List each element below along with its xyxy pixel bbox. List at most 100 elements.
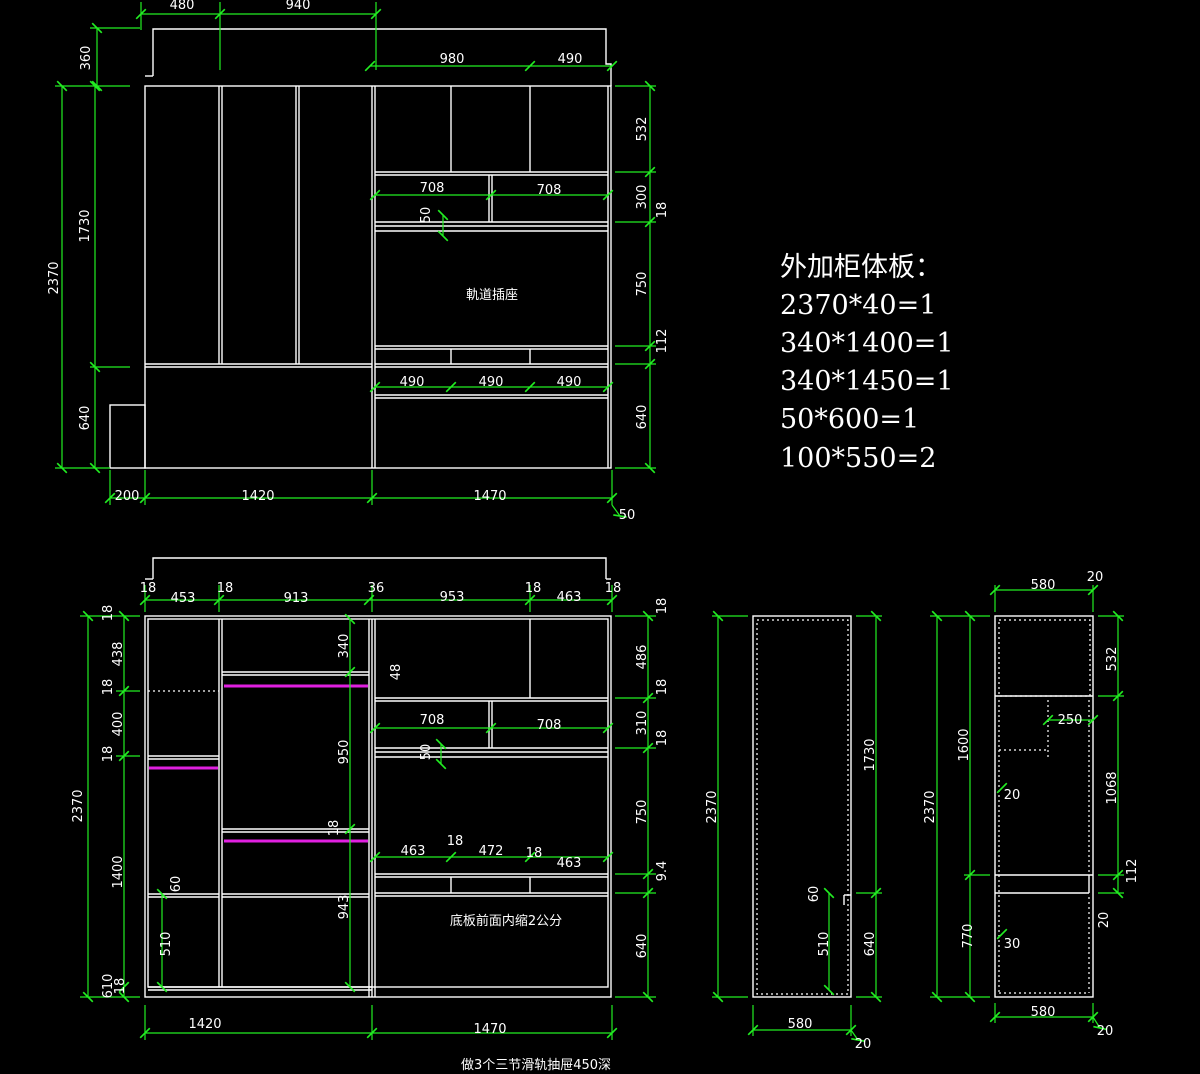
dim-490-c: 490 [557, 375, 582, 390]
dim-b-913: 913 [284, 591, 309, 606]
dim-b-60: 60 [169, 876, 184, 893]
dim-b-50: 50 [419, 744, 434, 761]
side1-20: 20 [855, 1037, 872, 1052]
dim-b-18-c: 18 [327, 820, 342, 837]
dim-112-top: 112 [655, 329, 670, 354]
dim-b-1420: 1420 [188, 1017, 221, 1032]
dim-b-48: 48 [389, 664, 404, 681]
dim-480: 480 [170, 0, 195, 13]
dim-490-top: 490 [558, 52, 583, 67]
dim-b-510: 510 [159, 932, 174, 957]
side2-30: 30 [1004, 937, 1021, 952]
top-elevation: 軌道插座 480 940 980 490 360 2370 1730 640 [47, 0, 670, 523]
dim-b-310: 310 [635, 711, 650, 736]
dim-b-2370: 2370 [71, 789, 86, 822]
side2-770: 770 [961, 924, 976, 949]
drawer-note: 做3个三节滑轨抽屉450深 [461, 1058, 611, 1073]
dim-640-top-left: 640 [78, 406, 93, 431]
dim-980: 980 [440, 52, 465, 67]
bottom-center-label: 底板前面内缩2公分 [450, 913, 562, 929]
side2-1068: 1068 [1105, 771, 1120, 804]
side2-580-top: 580 [1031, 578, 1056, 593]
notes-line-2: 340*1400=1 [780, 328, 954, 359]
notes-line-5: 100*550=2 [780, 443, 936, 474]
dim-b-18c: 18 [525, 581, 542, 596]
side1-2370: 2370 [705, 790, 720, 823]
dim-b-640: 640 [635, 934, 650, 959]
notes-line-1: 2370*40=1 [780, 290, 936, 321]
bottom-elevation: 底板前面内缩2公分 18 453 18 913 36 953 18 463 18… [71, 557, 670, 1073]
dim-b-610: 610 [101, 974, 116, 999]
side2-580-bottom: 580 [1031, 1005, 1056, 1020]
dim-200: 200 [115, 489, 140, 504]
side2-20-top: 20 [1087, 570, 1104, 585]
dim-b-18-r1: 18 [655, 598, 670, 615]
dim-18-top: 18 [655, 202, 670, 219]
extra-board-notes: 外加柜体板： 2370*40=1 340*1400=1 340*1450=1 5… [780, 252, 954, 474]
dim-b-18d: 18 [605, 581, 622, 596]
dim-b-472: 472 [479, 844, 504, 859]
dim-b-18-l3: 18 [101, 746, 116, 763]
side2-250: 250 [1058, 713, 1083, 728]
side2-20-bottom: 20 [1097, 1024, 1114, 1039]
side2-2370: 2370 [923, 790, 938, 823]
top-center-label: 軌道插座 [466, 287, 518, 303]
dim-b-708b: 708 [537, 718, 562, 733]
dim-532-top: 532 [635, 117, 650, 142]
dim-b-18f: 18 [526, 846, 543, 861]
notes-line-4: 50*600=1 [780, 404, 919, 435]
dim-b-9-4: 9.4 [655, 861, 670, 882]
dim-50-bottom: 50 [619, 508, 636, 523]
dim-750-top: 750 [635, 272, 650, 297]
dim-1470-top: 1470 [473, 489, 506, 504]
dim-b-453: 453 [171, 591, 196, 606]
dim-b-18-l2: 18 [101, 679, 116, 696]
dim-1730-top: 1730 [78, 209, 93, 242]
dim-b-463b: 463 [557, 856, 582, 871]
dim-2370-top: 2370 [47, 261, 62, 294]
notes-line-3: 340*1450=1 [780, 366, 954, 397]
dim-490-b: 490 [479, 375, 504, 390]
dim-708-top-a: 708 [420, 181, 445, 196]
side1-640: 640 [863, 932, 878, 957]
dim-b-943: 943 [337, 895, 352, 920]
side2-532: 532 [1105, 647, 1120, 672]
dim-b-463a: 463 [401, 844, 426, 859]
side-view-2: 580 20 2370 1600 770 532 1068 112 20 250… [923, 570, 1140, 1039]
side-view-1: 2370 1730 640 60 510 580 20 [705, 610, 882, 1052]
side1-580: 580 [788, 1017, 813, 1032]
dim-b-750: 750 [635, 800, 650, 825]
side1-60: 60 [807, 886, 822, 903]
dim-490-a: 490 [400, 375, 425, 390]
dim-b-18b: 18 [217, 581, 234, 596]
side1-510: 510 [817, 932, 832, 957]
dim-b-18a: 18 [140, 581, 157, 596]
dim-1420-top: 1420 [241, 489, 274, 504]
dim-b-400: 400 [111, 712, 126, 737]
dim-b-1400: 1400 [111, 855, 126, 888]
dim-b-340: 340 [337, 634, 352, 659]
dim-360: 360 [79, 46, 94, 71]
dim-50-top: 50 [419, 207, 434, 224]
side2-112: 112 [1125, 859, 1140, 884]
dim-b-1470: 1470 [473, 1022, 506, 1037]
dim-708-top-b: 708 [537, 183, 562, 198]
dim-940: 940 [286, 0, 311, 13]
dim-b-953: 953 [440, 590, 465, 605]
dim-b-18-l1: 18 [101, 605, 116, 622]
side2-20-inner: 20 [1004, 788, 1021, 803]
dim-b-18-l4: 18 [113, 978, 128, 995]
dim-b-486: 486 [635, 645, 650, 670]
dim-b-463: 463 [557, 590, 582, 605]
dim-b-18e: 18 [447, 834, 464, 849]
side2-1600: 1600 [957, 728, 972, 761]
dim-b-36: 36 [368, 581, 385, 596]
dim-300-top: 300 [635, 185, 650, 210]
dim-b-708a: 708 [420, 713, 445, 728]
dim-b-18-r2: 18 [655, 679, 670, 696]
dim-b-950: 950 [337, 740, 352, 765]
dim-b-18-r3: 18 [655, 730, 670, 747]
dim-640-top-right: 640 [635, 405, 650, 430]
dim-b-438: 438 [111, 642, 126, 667]
